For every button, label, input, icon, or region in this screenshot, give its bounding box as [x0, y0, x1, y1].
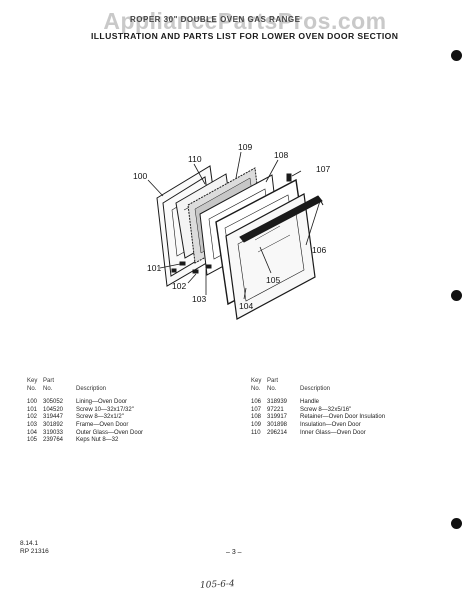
table-row: 108 319917 Retainer—Oven Door Insulation — [251, 414, 425, 422]
parts-table-right: Key Part No. No. Description 106 318939 … — [251, 378, 425, 437]
row-key: 104 — [27, 429, 38, 436]
table-row: 105 239764 Keps Nut 8—32 — [27, 437, 201, 445]
page-subheading: ILLUSTRATION AND PARTS LIST FOR LOWER OV… — [91, 31, 399, 41]
callout-102: 102 — [172, 281, 186, 291]
callout-109: 109 — [238, 142, 252, 152]
row-description: Insulation—Oven Door — [300, 421, 361, 428]
row-part: 301892 — [43, 421, 64, 428]
row-part: 319917 — [267, 414, 288, 421]
row-key: 103 — [27, 421, 38, 428]
row-key: 105 — [27, 437, 38, 444]
punch-hole-top — [451, 50, 462, 61]
callout-110: 110 — [188, 154, 202, 164]
table-header-row: Key Part — [251, 378, 425, 386]
header-description: Description — [76, 385, 107, 392]
table-header-row: Key Part — [27, 378, 201, 386]
header-part-no: No. — [43, 385, 53, 392]
row-description: Frame—Oven Door — [76, 421, 129, 428]
watermark: AppliancePartsPros.com — [103, 8, 387, 34]
row-key: 109 — [251, 421, 262, 428]
row-description: Screw 8—32x5/16" — [300, 406, 352, 413]
header-description: Description — [300, 385, 331, 392]
row-part: 319447 — [43, 414, 64, 421]
row-part: 239764 — [43, 437, 64, 444]
row-part: 97221 — [267, 406, 284, 413]
row-key: 107 — [251, 406, 262, 413]
callout-105: 105 — [266, 275, 280, 285]
callout-107: 107 — [316, 164, 330, 174]
row-description: Lining—Oven Door — [76, 399, 128, 406]
footer-code: RP 21316 — [20, 548, 49, 555]
footer-date: 8.14.1 — [20, 540, 39, 547]
table-row: 101 104520 Screw 10—32x17/32" — [27, 407, 201, 415]
row-key: 106 — [251, 399, 262, 406]
header-key-no: No. — [27, 385, 37, 392]
outer-glass-shape — [225, 193, 316, 320]
row-description: Keps Nut 8—32 — [76, 437, 119, 444]
callout-100: 100 — [133, 171, 147, 181]
table-header-row: No. No. Description — [27, 386, 201, 394]
row-description: Retainer—Oven Door Insulation — [300, 414, 386, 421]
header-key: Key — [27, 378, 38, 384]
handwritten-note: 105-6-4 — [199, 579, 235, 591]
callout-101: 101 — [147, 263, 161, 273]
row-description: Screw 8—32x1/2" — [76, 414, 124, 421]
table-row: 100 305052 Lining—Oven Door — [27, 399, 201, 407]
row-part: 305052 — [43, 399, 64, 406]
row-description: Screw 10—32x17/32" — [76, 406, 134, 413]
page-number: – 3 – — [226, 549, 242, 556]
callout-106: 106 — [312, 245, 326, 255]
header-part: Part — [267, 378, 279, 384]
row-key: 108 — [251, 414, 262, 421]
table-row: 102 319447 Screw 8—32x1/2" — [27, 414, 201, 422]
row-description: Outer Glass—Oven Door — [76, 429, 144, 436]
row-key: 110 — [251, 429, 261, 436]
header-part: Part — [43, 378, 55, 384]
row-part: 318939 — [267, 399, 288, 406]
punch-hole-bottom — [451, 518, 462, 529]
screws-101-102-shape — [171, 261, 212, 274]
row-description: Inner Glass—Oven Door — [300, 429, 366, 436]
screw-107-shape — [286, 173, 292, 182]
table-row: 103 301892 Frame—Oven Door — [27, 422, 201, 430]
callout-104: 104 — [239, 301, 253, 311]
header-part-no: No. — [267, 385, 277, 392]
table-row: 107 97221 Screw 8—32x5/16" — [251, 407, 425, 415]
callout-108: 108 — [274, 150, 288, 160]
parts-table-left: Key Part No. No. Description 100 305052 … — [27, 378, 201, 445]
page-heading: ROPER 30" DOUBLE OVEN GAS RANGE — [130, 15, 301, 24]
footer-codes: 8.14.1 RP 21316 — [20, 540, 49, 556]
table-row: 106 318939 Handle — [251, 399, 425, 407]
row-key: 102 — [27, 414, 38, 421]
row-part: 301898 — [267, 421, 288, 428]
row-key: 101 — [27, 406, 38, 413]
table-row: 109 301898 Insulation—Oven Door — [251, 422, 425, 430]
punch-hole-middle — [451, 290, 462, 301]
row-part: 296214 — [267, 429, 288, 436]
table-row: 104 319033 Outer Glass—Oven Door — [27, 430, 201, 438]
row-description: Handle — [300, 399, 320, 406]
table-row: 110 296214 Inner Glass—Oven Door — [251, 430, 425, 438]
header-key: Key — [251, 378, 262, 384]
callout-103: 103 — [192, 294, 206, 304]
row-part: 104520 — [43, 406, 64, 413]
row-part: 319033 — [43, 429, 64, 436]
table-header-row: No. No. Description — [251, 386, 425, 394]
row-key: 100 — [27, 399, 38, 406]
handle-shape — [239, 195, 324, 243]
header-key-no: No. — [251, 385, 261, 392]
